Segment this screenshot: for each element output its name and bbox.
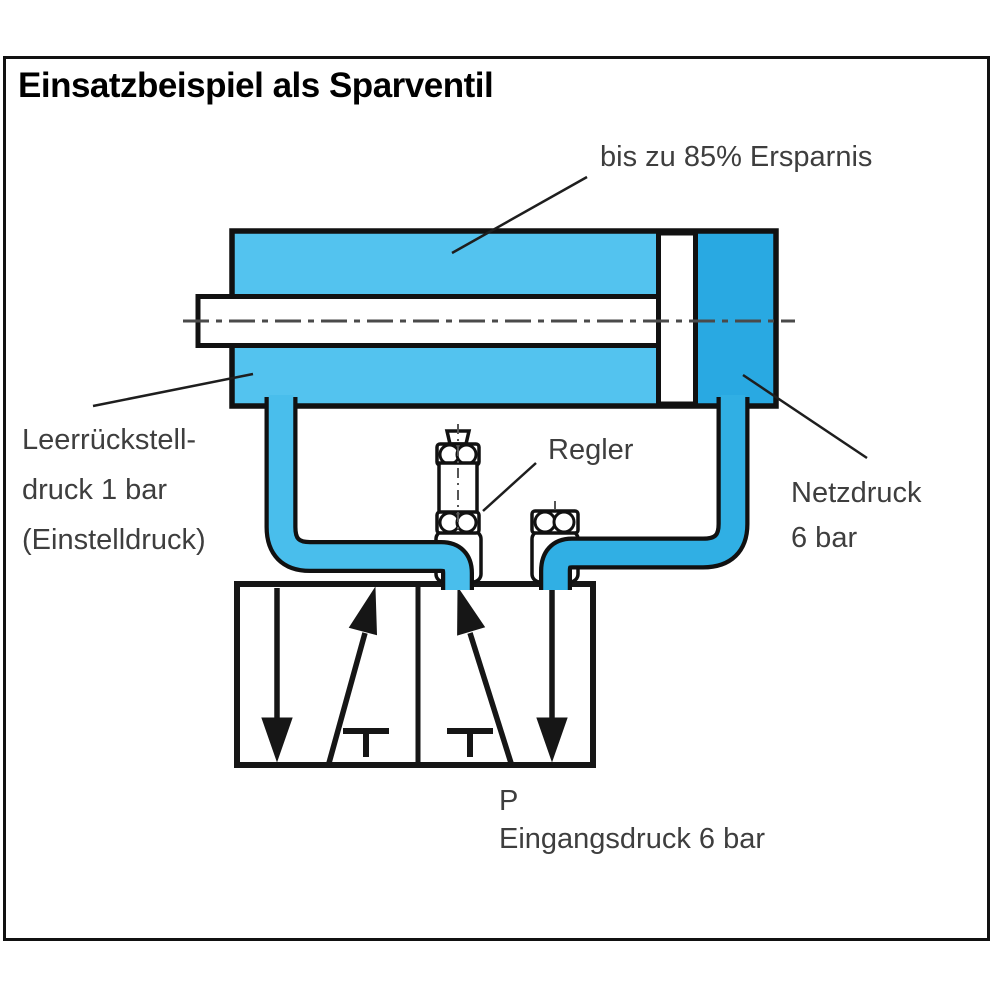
- diagonal-arrow-line: [467, 632, 514, 764]
- leader-lines: [92, 175, 868, 512]
- cylinder-chamber-right: [694, 232, 774, 405]
- pipes: [264, 395, 750, 590]
- fitting-nut-ball: [552, 510, 576, 534]
- label-regulator: Regler: [548, 434, 634, 466]
- diagram-title: Einsatzbeispiel als Sparventil: [18, 66, 494, 105]
- leader-return-pressure: [92, 372, 254, 408]
- label-return-pressure-line2: druck 1 bar: [22, 474, 168, 506]
- regulator-top-nut-ball: [455, 443, 478, 466]
- diagonal-arrow-head: [348, 586, 378, 636]
- right-pipe: [543, 395, 746, 590]
- label-return-pressure: Leerrückstell- druck 1 bar (Einstelldruc…: [22, 415, 206, 565]
- down-arrow-head: [536, 717, 568, 763]
- label-savings: bis zu 85% Ersparnis: [600, 141, 873, 173]
- diagonal-arrow-head: [457, 586, 486, 636]
- right-fitting-nut: [530, 501, 580, 535]
- down-arrow-head: [261, 717, 293, 763]
- label-network-pressure-line1: Netzdruck: [791, 477, 922, 509]
- diagonal-arrow-line: [326, 632, 368, 764]
- valve-body: [234, 581, 596, 768]
- regulator-lower-nut-ball: [455, 511, 478, 534]
- label-port-p: P: [499, 785, 519, 817]
- cylinder: [195, 228, 779, 409]
- valve-left-cell: [261, 586, 389, 764]
- leader-regulator: [482, 462, 537, 512]
- label-network-pressure: Netzdruck 6 bar: [791, 471, 922, 561]
- fitting-nut-ball: [533, 510, 557, 534]
- valve-right-cell: [447, 586, 568, 764]
- label-return-pressure-line1: Leerrückstell-: [22, 424, 197, 456]
- label-network-pressure-line2: 6 bar: [791, 522, 858, 554]
- left-pipe: [268, 395, 470, 590]
- label-return-pressure-line3: (Einstelldruck): [22, 524, 206, 556]
- leader-network-pressure: [742, 373, 868, 460]
- piston: [656, 230, 698, 407]
- label-input-pressure: Eingangsdruck 6 bar: [499, 823, 765, 855]
- valve-symbol: [234, 581, 596, 768]
- regulator-fitting: [435, 424, 481, 535]
- leader-savings: [451, 175, 588, 255]
